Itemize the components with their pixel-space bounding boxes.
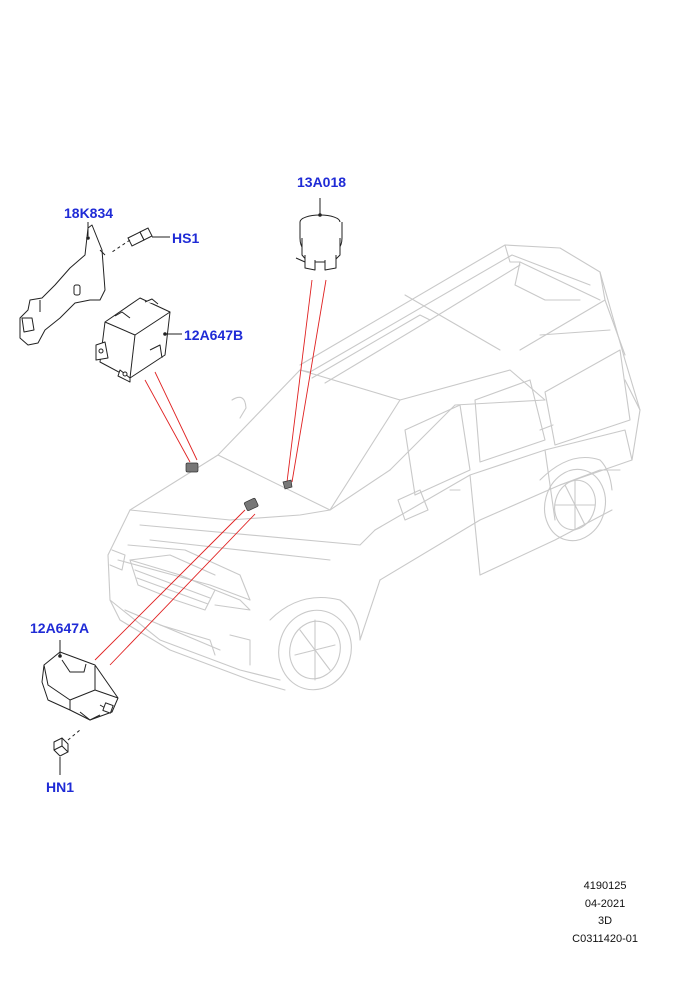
reference-block: 4190125 04-2021 3D C0311420-01 <box>572 878 638 948</box>
module-12a647b-drawing <box>95 297 171 383</box>
module-12a647a-drawing <box>41 651 119 721</box>
reference-date: 04-2021 <box>584 897 626 910</box>
screw-hs1-drawing <box>111 227 170 253</box>
part-label-hn1[interactable]: HN1 <box>46 779 75 795</box>
marker-12a647a <box>244 497 259 511</box>
bracket-18k834-drawing <box>19 224 106 346</box>
unit-13a018-drawing <box>295 214 343 271</box>
part-label-hs1[interactable]: HS1 <box>172 230 200 246</box>
part-label-18k834[interactable]: 18K834 <box>64 205 114 221</box>
marker-12a647b <box>185 462 199 473</box>
reference-code: C0311420-01 <box>572 932 638 945</box>
part-label-12a647a[interactable]: 12A647A <box>30 620 90 636</box>
reference-view: 3D <box>598 915 613 927</box>
mount-markers <box>185 462 293 511</box>
vehicle-illustration <box>107 244 641 691</box>
part-label-12a647b[interactable]: 12A647B <box>184 327 244 343</box>
marker-13a018 <box>282 479 293 490</box>
callout-lines <box>94 279 327 666</box>
reference-number: 4190125 <box>583 880 627 892</box>
part-label-13a018[interactable]: 13A018 <box>297 174 347 190</box>
nut-hn1-drawing <box>53 729 81 757</box>
